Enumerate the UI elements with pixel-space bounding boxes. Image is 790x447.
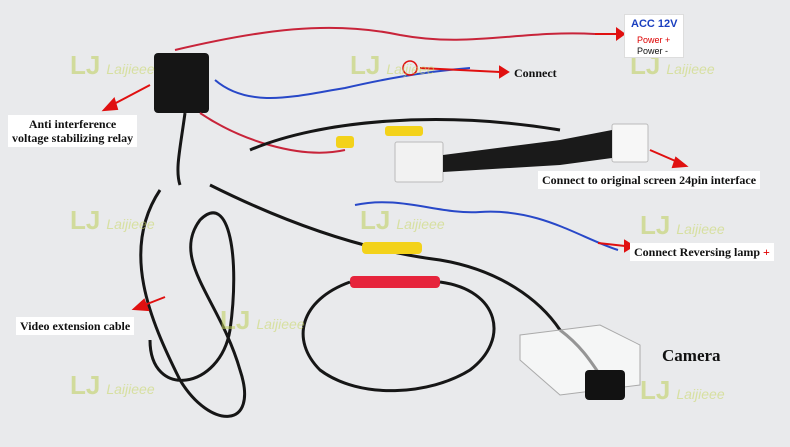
relay-label: Anti interference voltage stabilizing re… <box>8 115 138 147</box>
relay-lead-black <box>176 112 187 186</box>
camera-cable-loop <box>301 280 496 393</box>
screen-connector-white <box>611 123 649 163</box>
power-negative: Power - <box>637 46 669 56</box>
arrow-reversing <box>597 242 626 247</box>
screen-interface-label: Connect to original screen 24pin interfa… <box>538 171 761 189</box>
video-cable-label: Video extension cable <box>16 317 135 335</box>
red-rca-bottom <box>350 276 440 288</box>
blue-wire-middle <box>354 201 619 251</box>
camera-body <box>585 370 625 400</box>
harness-to-screen <box>560 130 612 165</box>
reversing-lamp-label: Connect Reversing lamp + <box>630 243 774 261</box>
cable-coil <box>139 189 247 418</box>
harness-wire <box>249 118 561 152</box>
relay-lead-red <box>199 112 346 154</box>
main-black-cable <box>209 183 562 331</box>
harness-bundle <box>443 140 560 172</box>
red-power-wire <box>174 26 596 51</box>
connect-marker <box>402 60 418 76</box>
yellow-rca-top-b <box>385 126 423 136</box>
connect-label: Connect <box>514 66 557 80</box>
relay-box <box>154 53 209 113</box>
power-positive: Power + <box>637 35 671 45</box>
acc-title: ACC 12V <box>631 18 678 30</box>
yellow-rca-bottom <box>362 242 422 254</box>
yellow-rca-top-a <box>336 136 354 148</box>
harness-connector-white <box>394 141 444 183</box>
acc-power-box: ACC 12V Power + Power - <box>624 14 684 58</box>
arrow-relay <box>111 84 151 106</box>
arrow-connect <box>419 67 501 73</box>
camera-label: Camera <box>662 346 721 365</box>
blue-wire-top <box>214 67 471 99</box>
